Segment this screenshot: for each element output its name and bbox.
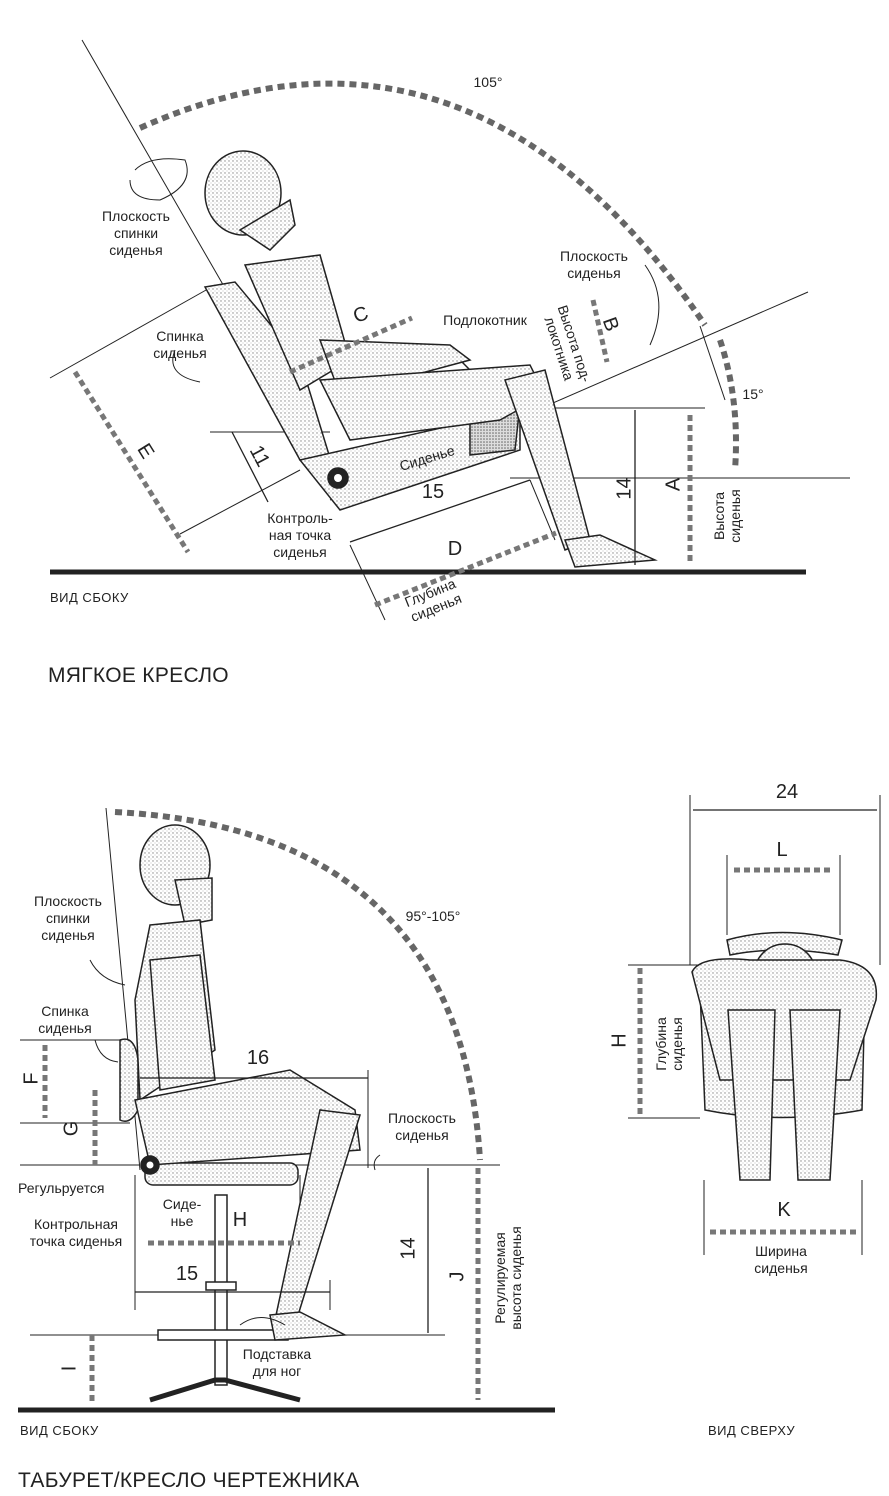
- top-view-diagram: [628, 795, 881, 1255]
- top-view-seat-width-label: Ширина сиденья: [754, 1243, 808, 1276]
- armchair-dim-c: [288, 315, 414, 375]
- armchair-armrest-label: Подлокотник: [443, 312, 527, 328]
- stool-title: ТАБУРЕТ/КРЕСЛО ЧЕРТЕЖНИКА: [18, 1469, 360, 1492]
- armchair-dim-b: [590, 299, 610, 363]
- armchair-person-figure: [204, 150, 658, 568]
- stool-letter-i: I: [58, 1365, 81, 1372]
- top-view-letter-l: L: [776, 839, 788, 861]
- armchair-dim-d: [374, 530, 557, 608]
- stool-angle-arc: [114, 809, 483, 1161]
- armchair-angle-arc: [138, 80, 708, 327]
- stool-view-label: ВИД СБОКУ: [20, 1423, 99, 1438]
- stool-seat-plane-label: Плоскость сиденья: [388, 1110, 456, 1143]
- armchair-seat-plane-label: Плоскость сиденья: [560, 248, 628, 281]
- stool-backrest-shape: [119, 1038, 139, 1122]
- stool-diagram: [18, 807, 555, 1413]
- armchair-seat-height-label: Высота сиденья: [711, 489, 743, 543]
- stool-seat-shape: [144, 1162, 299, 1186]
- armchair-title: МЯГКОЕ КРЕСЛО: [48, 664, 229, 687]
- stool-adjustable-label: Регульруется: [18, 1180, 105, 1196]
- stool-letter-j: J: [446, 1271, 469, 1282]
- armchair-dim-15: [349, 479, 531, 543]
- armchair-dim-14-label: 14: [613, 477, 636, 500]
- top-view-letter-h: H: [608, 1033, 631, 1048]
- top-view-seat-depth-label: Глубина сиденья: [653, 1017, 685, 1071]
- stool-footrest-label: Подставка для ног: [242, 1346, 312, 1379]
- armchair-dim-11: [231, 431, 269, 503]
- armchair-backrest-label: Спинка сиденья: [153, 328, 207, 361]
- stool-seat-label: Сиде- нье: [162, 1196, 202, 1229]
- stool-letter-f: F: [20, 1072, 43, 1085]
- stool-dim-14-label: 14: [397, 1237, 420, 1260]
- armchair-diagram: [49, 39, 850, 621]
- stool-letter-h: H: [232, 1209, 248, 1231]
- armchair-angle-back: 105°: [473, 74, 503, 90]
- stool-backrest-plane-label: Плоскость спинки сиденья: [34, 893, 102, 943]
- stool-letter-g: G: [60, 1120, 83, 1137]
- top-view-letter-k: K: [777, 1199, 791, 1221]
- top-view-person-figure: [691, 943, 878, 1181]
- armchair-letter-d: D: [447, 538, 463, 560]
- top-view-dim-24-label: 24: [775, 781, 799, 803]
- armchair-backrest-plane-label: Плоскость спинки сиденья: [102, 208, 170, 258]
- stool-dim-15-label: 15: [175, 1263, 199, 1285]
- armchair-seat-ref-label: Контроль- ная точка сиденья: [267, 510, 333, 560]
- stool-angle-label: 95°-105°: [405, 908, 461, 924]
- stool-base: [149, 1377, 301, 1403]
- armchair-letter-a: A: [662, 477, 685, 492]
- stool-backrest-label: Спинка сиденья: [38, 1003, 92, 1036]
- stool-adjustable-height-label: Регулируемая высота сиденья: [492, 1226, 524, 1330]
- armchair-dim-e: [72, 370, 191, 554]
- armchair-angle-seat: 15°: [742, 386, 764, 402]
- stool-dim-16-label: 16: [246, 1047, 270, 1069]
- armchair-dim-15-label: 15: [421, 481, 445, 503]
- stool-seat-ref-label: Контрольная точка сиденья: [29, 1216, 123, 1249]
- armchair-view-label: ВИД СБОКУ: [50, 590, 129, 605]
- stool-footrest-shape: [157, 1329, 289, 1341]
- top-view-view-label: ВИД СВЕРХУ: [708, 1423, 796, 1438]
- stool-person-figure: [134, 824, 361, 1341]
